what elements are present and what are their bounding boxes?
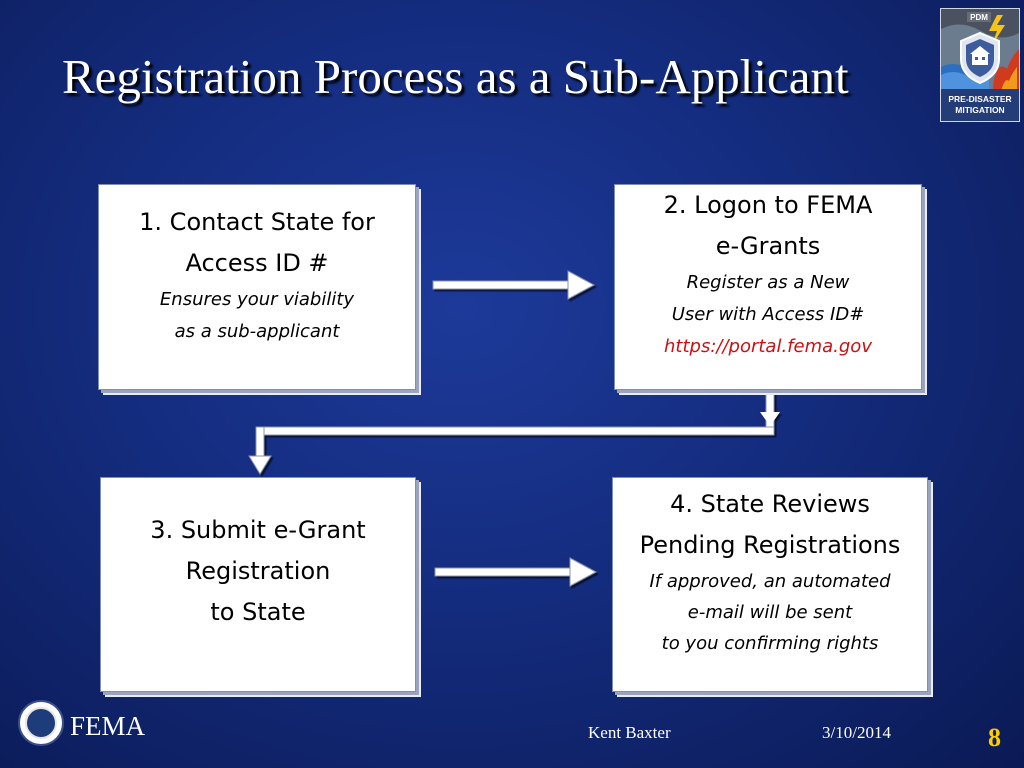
dhs-seal-emblem [25, 707, 57, 739]
step4-note-line1: If approved, an automated [649, 571, 891, 592]
step3-title-line3: to State [210, 598, 306, 626]
step2-title-line2: e-Grants [715, 232, 821, 260]
arrow-step1-to-step2 [432, 270, 596, 300]
step4-title-line2: Pending Registrations [639, 531, 901, 559]
step2-title-line1: 2. Logon to FEMA [663, 191, 873, 219]
step3-title-line1: 3. Submit e-Grant [150, 516, 366, 544]
step3-title-line2: Registration [185, 557, 331, 585]
step4-note-line3: to you confirming rights [661, 633, 879, 654]
slide-title: Registration Process as a Sub-Applicant [62, 49, 849, 104]
footer-date: 3/10/2014 [822, 723, 891, 742]
step1-title-line2: Access ID # [185, 249, 329, 277]
step1-note-line1: Ensures your viability [159, 289, 355, 310]
step4-title-line1: 4. State Reviews [670, 490, 870, 518]
step-box-4: 4. State Reviews Pending Registrations I… [612, 477, 928, 692]
arrow-step3-to-step4 [434, 557, 598, 587]
step-box-1: 1. Contact State for Access ID # Ensures… [98, 184, 416, 390]
pdm-logo-emblem: PDM [941, 9, 1019, 91]
step1-title-line1: 1. Contact State for [139, 208, 375, 236]
slide-number: 8 [988, 723, 1001, 752]
pdm-logo-caption: PRE-DISASTER MITIGATION [941, 89, 1019, 121]
pdm-logo-caption-line2: MITIGATION [955, 105, 1005, 115]
step-box-3: 3. Submit e-Grant Registration to State [100, 477, 416, 692]
step2-note-line2: User with Access ID# [671, 304, 865, 325]
connector-step2-to-step3 [248, 392, 780, 475]
fema-portal-link[interactable]: https://portal.fema.gov [664, 336, 872, 357]
dhs-seal-icon [18, 700, 64, 746]
step2-note-line1: Register as a New [686, 272, 850, 293]
footer-presenter: Kent Baxter [588, 723, 671, 742]
footer-org-name: FEMA [70, 711, 146, 741]
step1-note-line2: as a sub-applicant [174, 321, 340, 342]
pdm-logo-caption-line1: PRE-DISASTER [948, 94, 1012, 104]
pdm-logo: PDM PRE-DISASTER MITIGATION [940, 8, 1020, 122]
step4-note-line2: e-mail will be sent [687, 602, 853, 623]
pdm-logo-top-text: PDM [970, 13, 988, 22]
step-box-2: 2. Logon to FEMA e-Grants Register as a … [614, 184, 922, 390]
